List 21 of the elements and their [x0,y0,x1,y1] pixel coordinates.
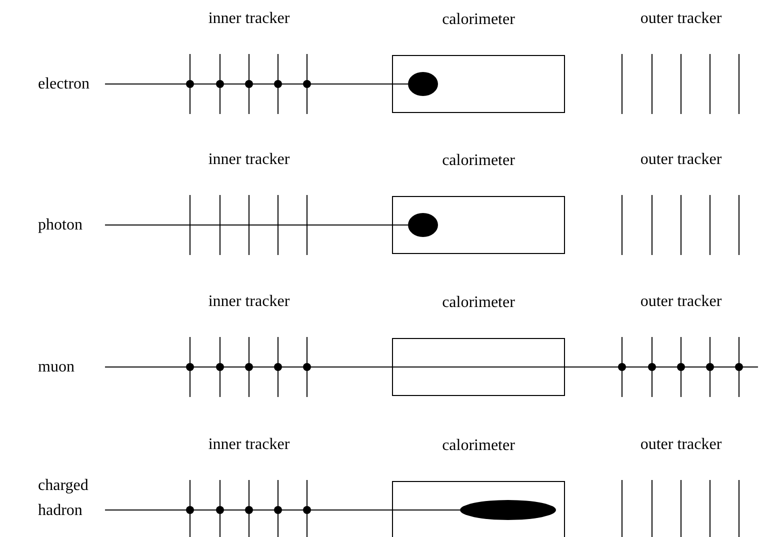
detector-heading: calorimeter [442,294,515,312]
energy-deposit [408,213,438,237]
detector-heading: calorimeter [442,11,515,29]
particle-label: charged hadron [38,476,90,521]
detector-heading: outer tracker [639,293,723,311]
particle-label: photon [38,216,84,236]
detector-heading: inner tracker [207,10,291,28]
detector-heading: inner tracker [207,151,291,169]
particle-label: electron [38,74,91,94]
particle-label: muon [38,358,76,378]
particle-track [104,366,758,368]
detector-heading: inner tracker [207,436,291,454]
detector-heading: calorimeter [442,437,515,455]
detector-heading: outer tracker [639,151,723,169]
energy-deposit [460,500,556,520]
detector-heading: outer tracker [639,10,723,28]
detector-heading: calorimeter [442,152,515,170]
detector-heading: inner tracker [207,293,291,311]
particle-track [104,224,408,226]
energy-deposit [408,72,438,96]
detector-heading: outer tracker [639,436,723,454]
